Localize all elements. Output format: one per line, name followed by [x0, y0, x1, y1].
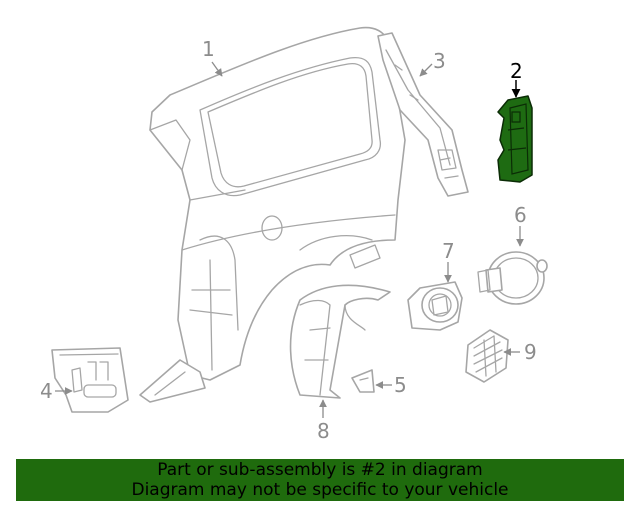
- info-banner: Part or sub-assembly is #2 in diagram Di…: [16, 459, 624, 501]
- part-1-quarter-panel[interactable]: [139, 26, 406, 403]
- callout-3: 3: [433, 49, 446, 73]
- callout-4: 4: [40, 379, 53, 403]
- banner-line-1: Part or sub-assembly is #2 in diagram: [157, 460, 483, 480]
- part-6-fuel-door[interactable]: [477, 251, 548, 305]
- leader-1: [211, 61, 223, 77]
- part-4-lower-bracket[interactable]: [51, 347, 129, 413]
- callout-9: 9: [524, 340, 537, 364]
- banner-line-2: Diagram may not be specific to your vehi…: [131, 480, 509, 500]
- callout-5: 5: [394, 373, 407, 397]
- callout-7: 7: [442, 239, 455, 263]
- callout-6: 6: [514, 203, 527, 227]
- part-5-clip[interactable]: [351, 369, 375, 393]
- part-9-vent[interactable]: [465, 329, 509, 383]
- callout-1: 1: [202, 37, 215, 61]
- part-2-bracket-highlighted[interactable]: [497, 95, 533, 183]
- part-3-pillar-reinforcement[interactable]: [377, 32, 469, 197]
- callout-8: 8: [317, 419, 330, 443]
- part-8-wheelhouse-liner[interactable]: [289, 284, 391, 399]
- leader-3: [419, 63, 433, 77]
- callout-2: 2: [510, 59, 523, 83]
- part-7-filler-housing[interactable]: [407, 281, 463, 331]
